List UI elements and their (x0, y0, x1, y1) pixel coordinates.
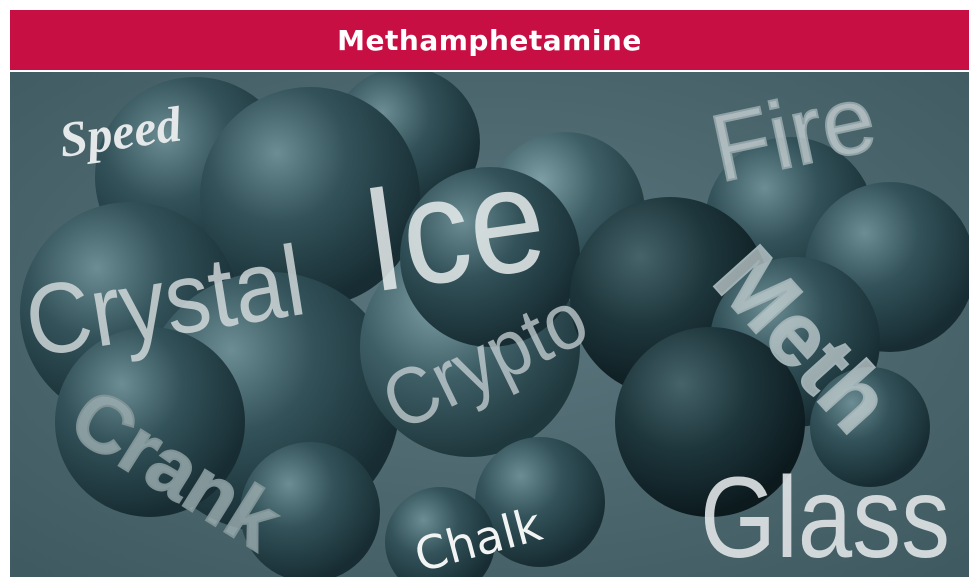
title-banner: Methamphetamine (10, 10, 969, 70)
word-glass: Glass (700, 454, 950, 577)
molecule-spheres (20, 72, 969, 577)
molecule-svg: Speed Ice Fire Crystal Crypto Meth Crank… (10, 72, 969, 577)
molecule-illustration: Speed Ice Fire Crystal Crypto Meth Crank… (10, 72, 969, 577)
word-ice: Ice (353, 132, 555, 323)
banner-title: Methamphetamine (337, 23, 642, 57)
